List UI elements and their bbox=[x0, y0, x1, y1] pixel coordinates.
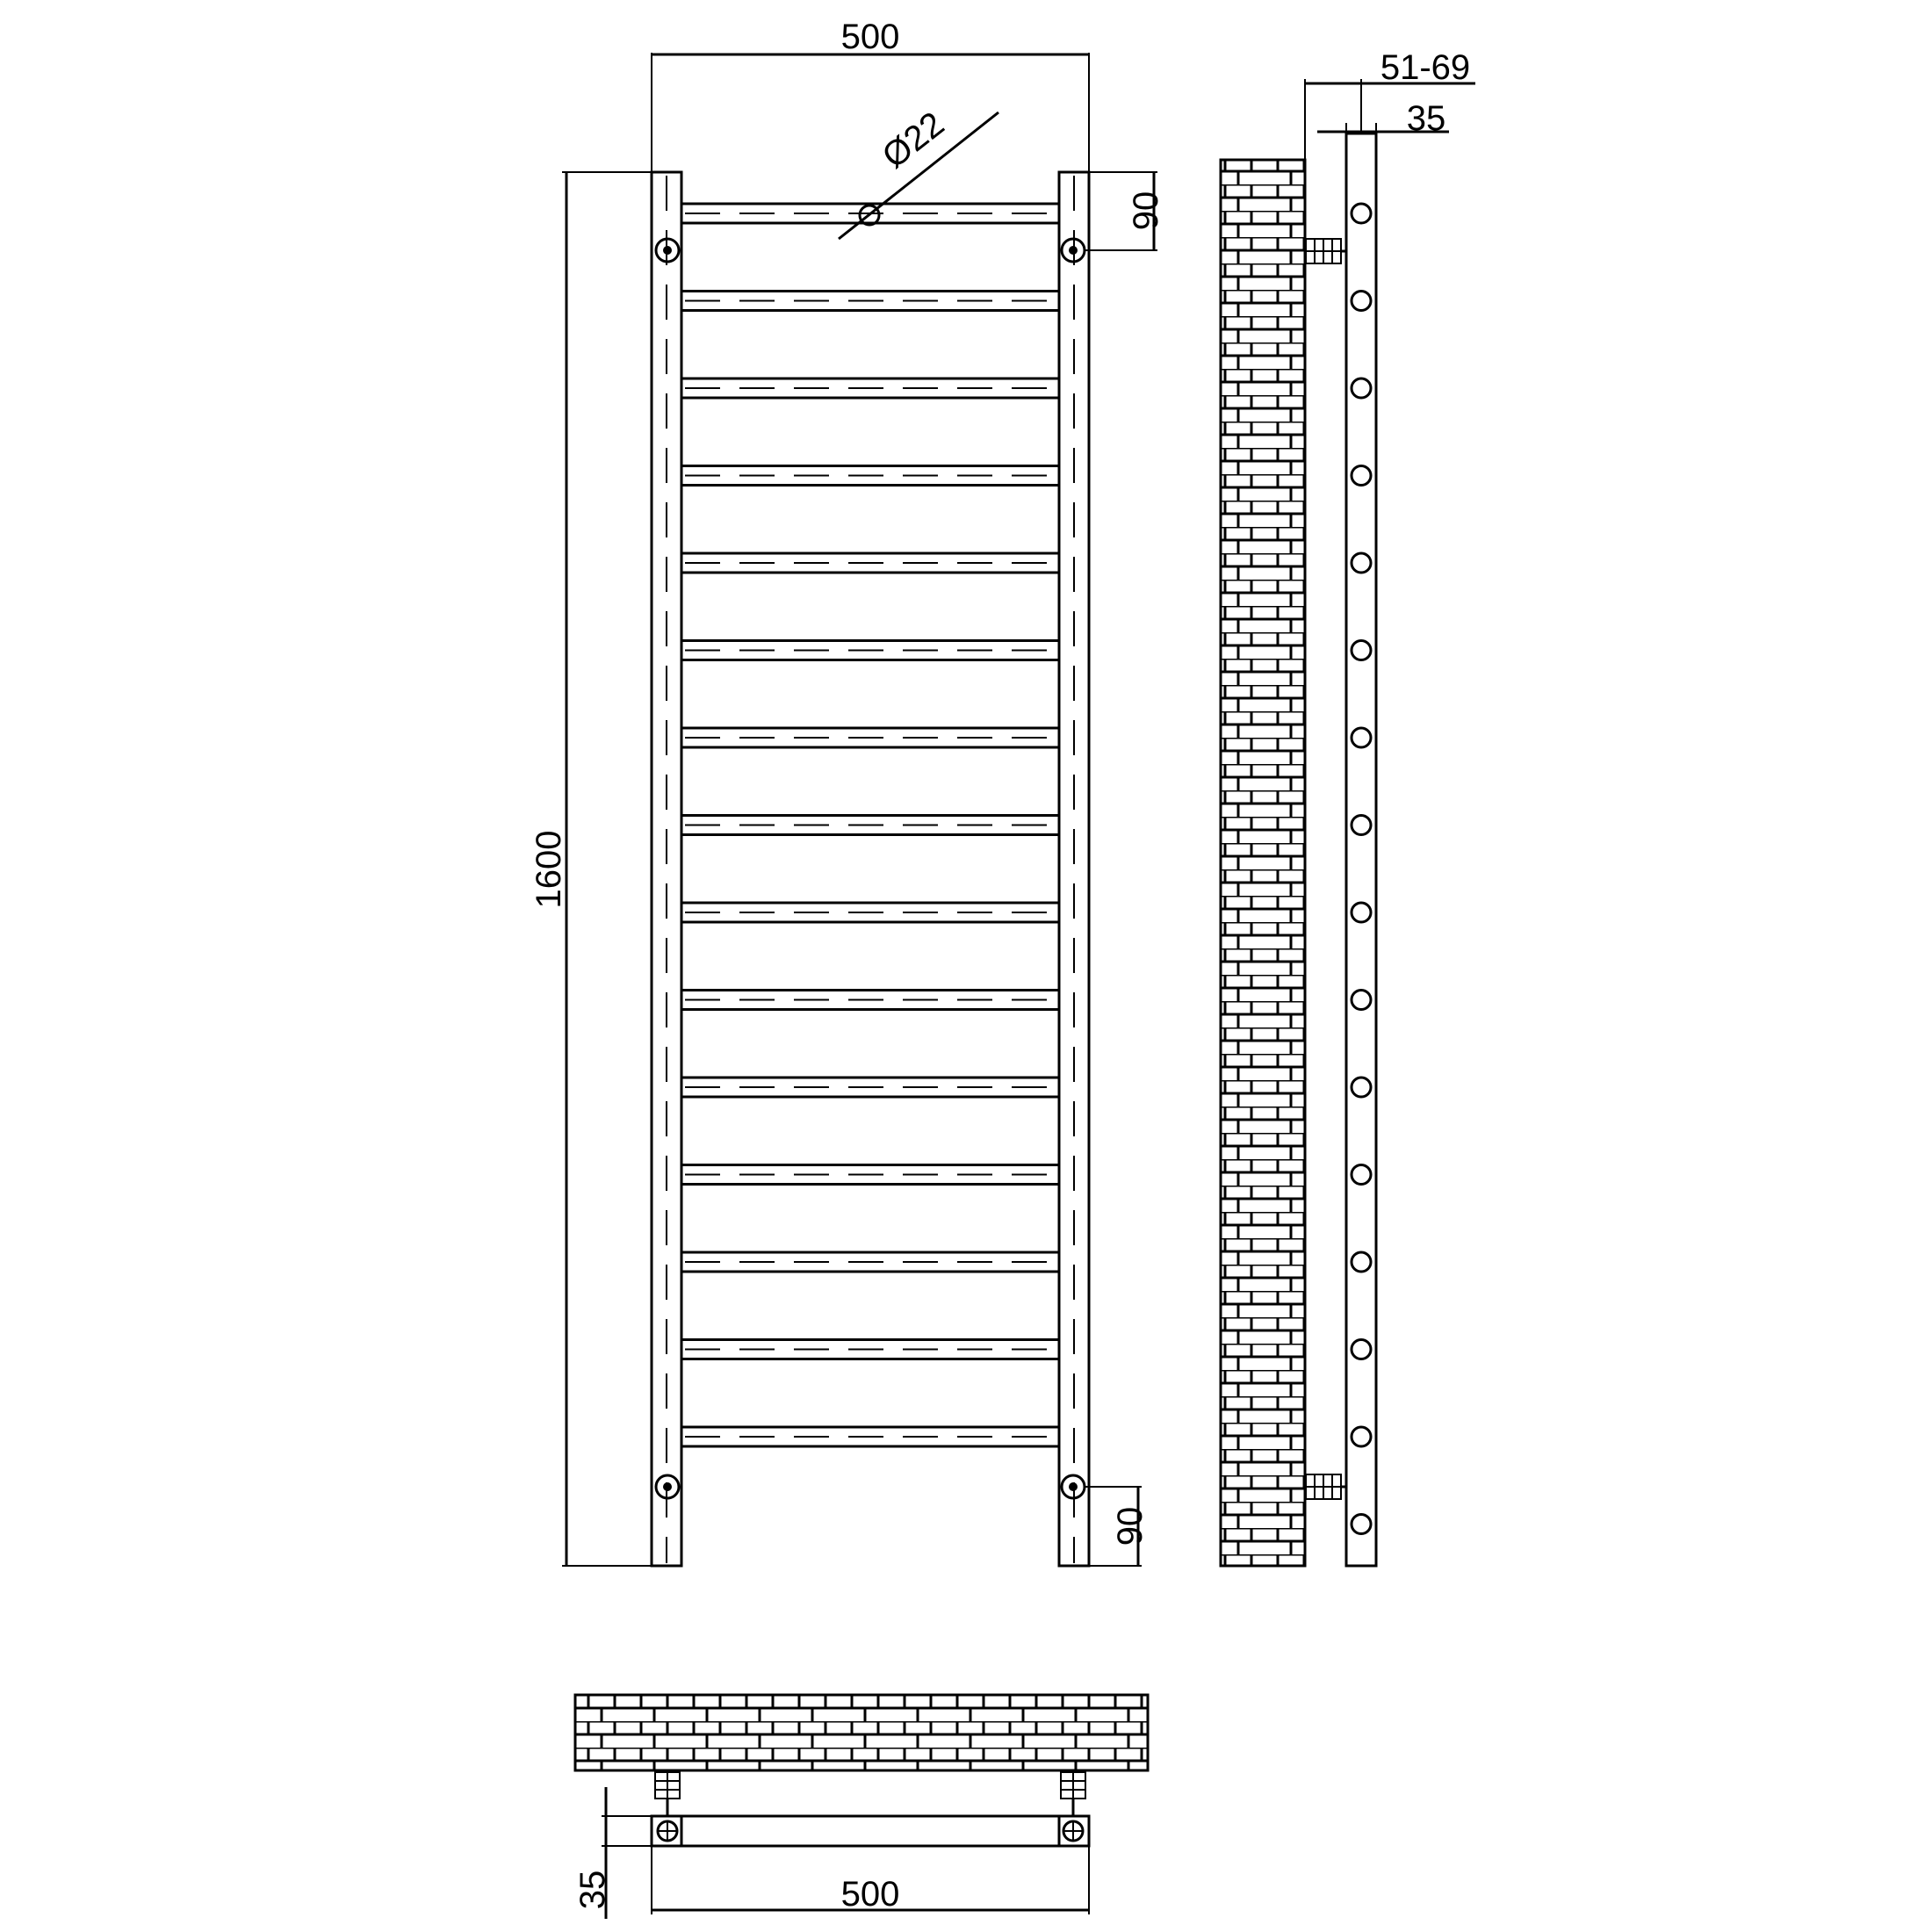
top-offset-dimension: 90 bbox=[1085, 171, 1165, 251]
side-bar-section bbox=[1350, 377, 1373, 400]
front-bars bbox=[681, 202, 1059, 1448]
width-dimension: 500 bbox=[651, 18, 1090, 174]
front-bar bbox=[681, 551, 1059, 574]
tube-diameter-label: Ø22 bbox=[876, 105, 952, 176]
wall-brick-horizontal bbox=[573, 1693, 1150, 1772]
bracket-bottom-left bbox=[654, 1474, 681, 1500]
plan-view: 35 500 bbox=[573, 1693, 1150, 1919]
front-bar bbox=[681, 1164, 1059, 1186]
front-bar bbox=[681, 1251, 1059, 1273]
plan-bracket-left bbox=[654, 1771, 681, 1816]
plan-width-label: 500 bbox=[841, 1875, 900, 1914]
plan-bracket-right bbox=[1060, 1771, 1086, 1816]
side-view: 51-69 35 bbox=[1219, 48, 1475, 1568]
bracket-top-left bbox=[654, 237, 681, 263]
side-bar-section bbox=[1350, 1338, 1373, 1360]
wall-brick-vertical bbox=[1219, 158, 1307, 1568]
front-bar bbox=[681, 290, 1059, 312]
top-offset-label: 90 bbox=[1127, 191, 1165, 231]
height-dimension: 1600 bbox=[530, 171, 652, 1567]
front-bar bbox=[681, 377, 1059, 400]
side-bar-section bbox=[1350, 639, 1373, 661]
side-depth-dimension: 35 bbox=[1317, 99, 1449, 138]
left-rail bbox=[650, 170, 683, 1568]
side-bar-section bbox=[1350, 202, 1373, 225]
side-bracket-bottom bbox=[1305, 1474, 1346, 1500]
plan-depth-dimension: 35 bbox=[573, 1787, 652, 1919]
bottom-offset-label: 90 bbox=[1111, 1507, 1150, 1546]
right-rail bbox=[1057, 170, 1091, 1568]
plan-top-bar bbox=[650, 1814, 1091, 1848]
bottom-offset-dimension: 90 bbox=[1085, 1486, 1150, 1567]
tube-diameter-callout: Ø22 bbox=[838, 105, 999, 241]
side-bracket-top bbox=[1305, 238, 1346, 264]
side-bar-section bbox=[1350, 290, 1373, 312]
side-depth-label: 35 bbox=[1407, 99, 1446, 138]
side-bar-section bbox=[1350, 726, 1373, 749]
wall-clearance-dimension: 51-69 bbox=[1304, 48, 1475, 160]
front-bar bbox=[681, 726, 1059, 749]
side-bar-section bbox=[1350, 551, 1373, 574]
width-label: 500 bbox=[841, 18, 900, 56]
front-bar bbox=[681, 1425, 1059, 1448]
side-bar-section bbox=[1350, 989, 1373, 1011]
front-bar bbox=[681, 465, 1059, 487]
plan-width-dimension: 500 bbox=[651, 1846, 1090, 1914]
side-bar-section bbox=[1350, 465, 1373, 487]
plan-right-circle bbox=[1062, 1820, 1085, 1842]
front-bar bbox=[681, 1076, 1059, 1099]
front-bar bbox=[681, 639, 1059, 661]
side-bar-section bbox=[1350, 1425, 1373, 1448]
height-label: 1600 bbox=[530, 831, 568, 909]
front-bar bbox=[681, 989, 1059, 1011]
side-bar-section bbox=[1350, 1513, 1373, 1535]
side-bar-section bbox=[1350, 1251, 1373, 1273]
side-bar-section bbox=[1350, 1076, 1373, 1099]
front-bar bbox=[681, 814, 1059, 836]
front-view: 500 1600 Ø bbox=[530, 18, 1165, 1568]
plan-left-circle bbox=[656, 1820, 679, 1842]
side-rail bbox=[1344, 132, 1378, 1568]
side-bar-section bbox=[1350, 814, 1373, 836]
side-bar-section bbox=[1350, 901, 1373, 924]
front-bar bbox=[681, 1338, 1059, 1360]
side-bars bbox=[1350, 202, 1373, 1535]
wall-clearance-label: 51-69 bbox=[1381, 48, 1470, 87]
side-bar-section bbox=[1350, 1164, 1373, 1186]
front-bar bbox=[681, 901, 1059, 924]
plan-depth-label: 35 bbox=[573, 1871, 612, 1910]
